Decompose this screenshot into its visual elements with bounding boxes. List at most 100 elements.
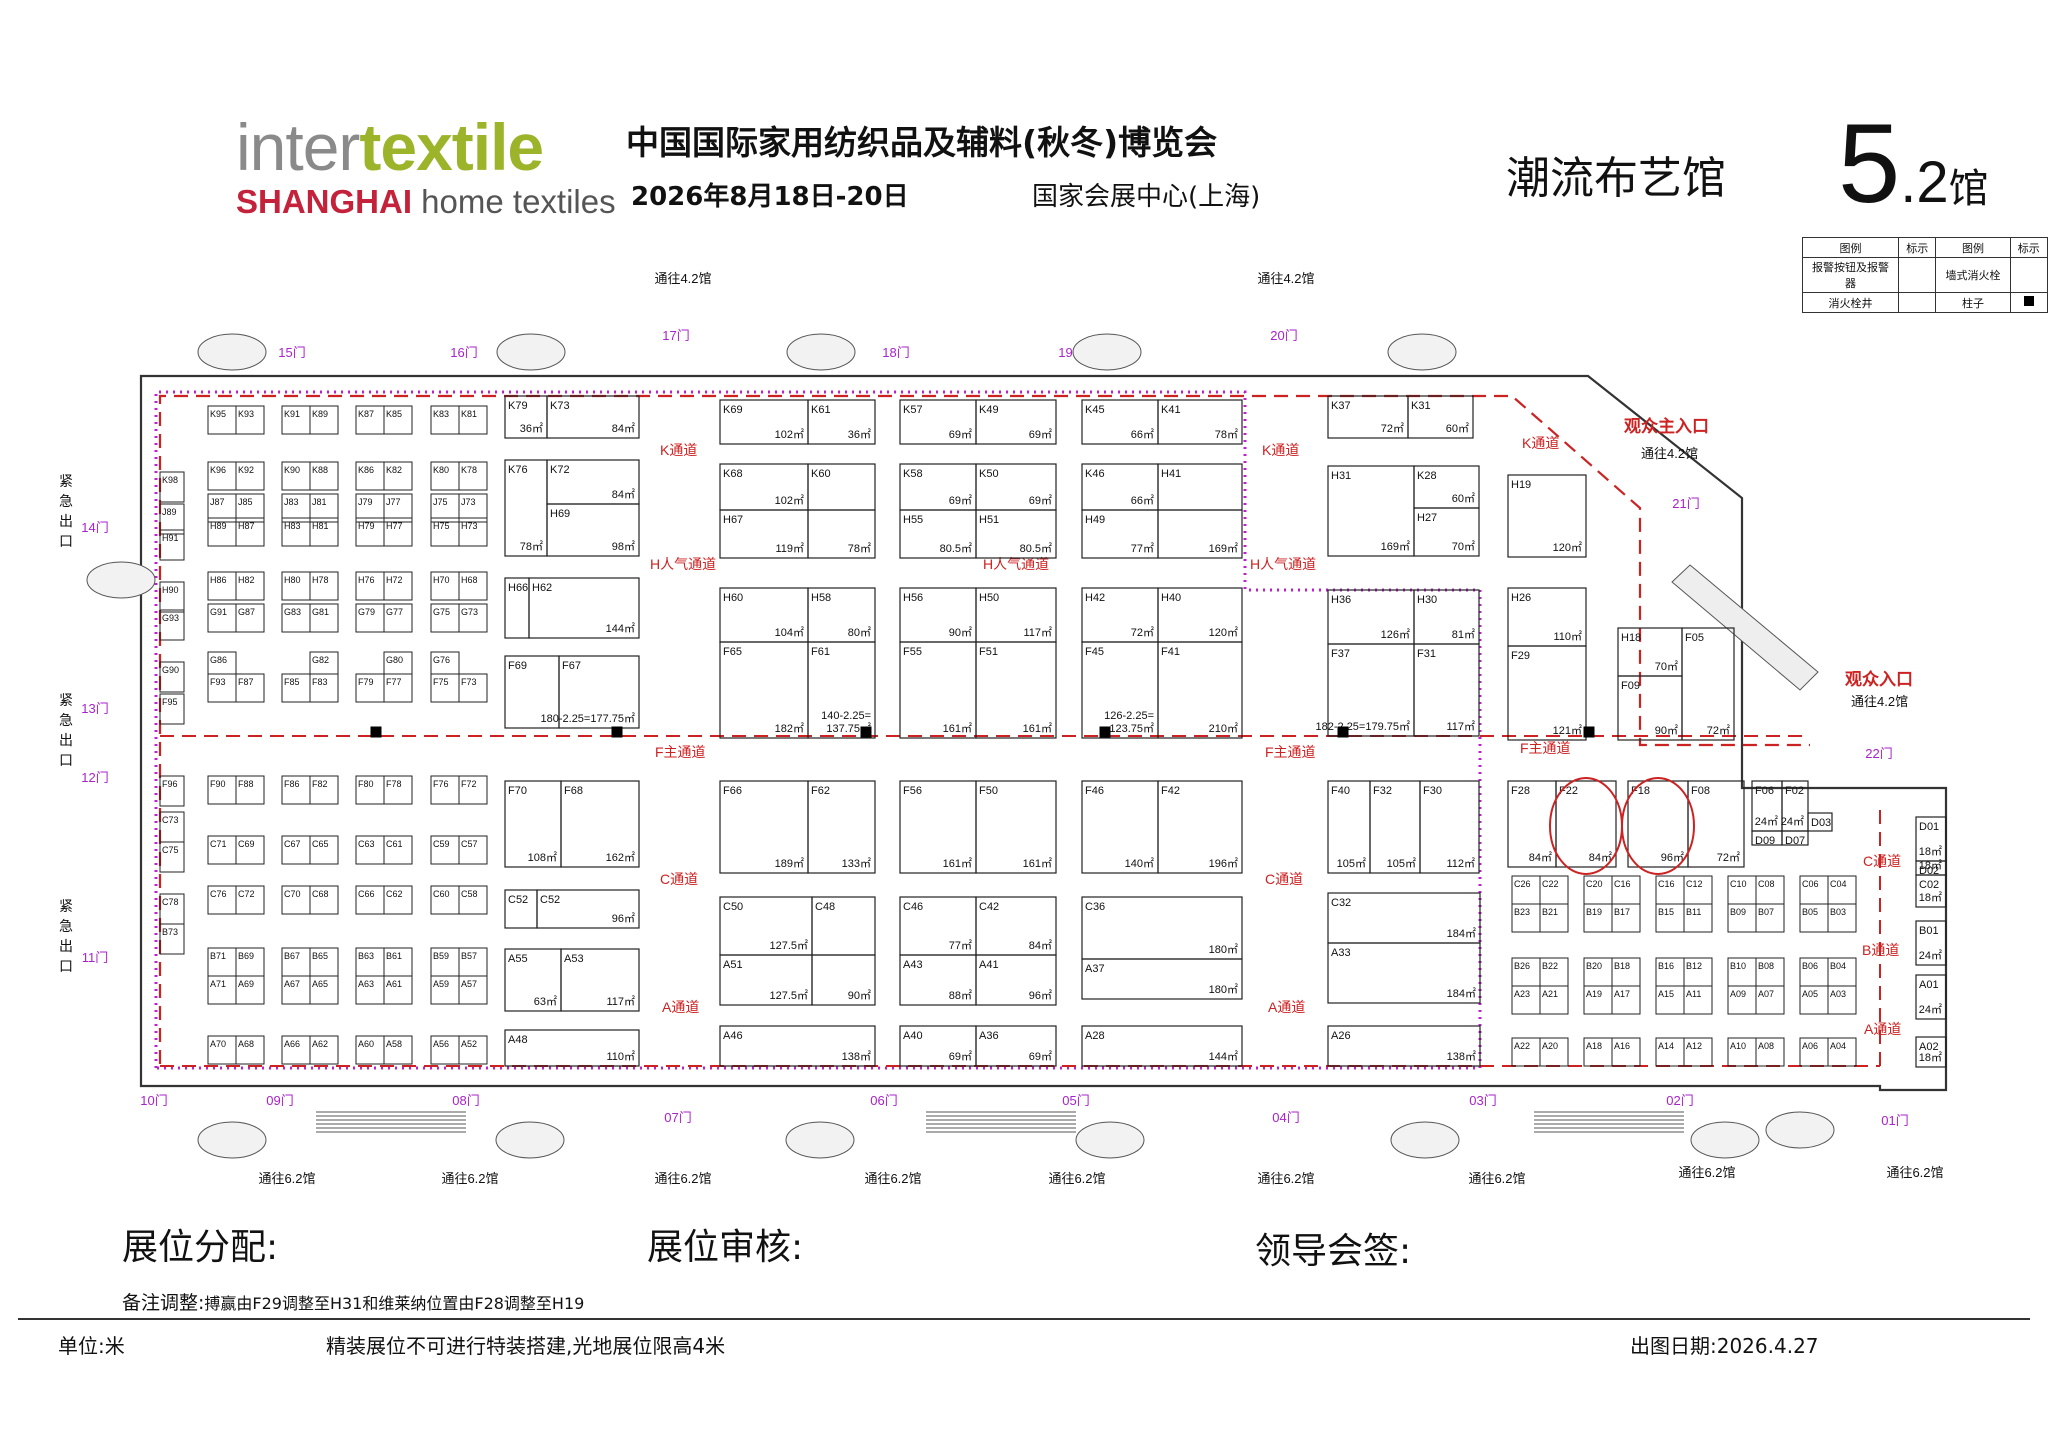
booth-id: F30 [1423,785,1442,797]
booth-id: B01 [1919,925,1939,937]
legend-table: 图例标示图例标示 报警按钮及报警器墙式消火栓 消火栓井柱子 [1801,237,2048,313]
stairwell-icon [496,333,566,371]
corridor-label-H人气通道: H人气通道 [983,556,1049,572]
stairwell-icon [495,1121,565,1159]
booth-id: F09 [1621,680,1640,692]
small-booth-id: B59 [433,951,449,961]
booth-area: 161㎡ [1023,722,1052,735]
small-booth-A57 [458,975,488,1005]
booth-id: H62 [532,582,552,594]
booth-area: 69㎡ [949,428,972,441]
booth-area: 96㎡ [612,912,635,925]
small-booth-id: A16 [1614,1041,1630,1051]
zone-boundary [154,390,1482,1070]
small-booth-id: F82 [312,779,328,789]
to-hall-6-2-label: 通往6.2馆 [654,1171,711,1186]
small-booth-G81 [309,603,339,633]
hall-number: 5.2馆 [1838,101,1989,226]
door-label-07门: 07门 [664,1110,691,1125]
small-booth-id: K93 [238,409,254,419]
small-booth-id: B22 [1542,961,1558,971]
corridor-label-A通道: A通道 [1864,1021,1901,1037]
stairwell-icon [1387,333,1457,371]
emergency-exit-label: 出 [59,938,73,954]
booth-area: 120㎡ [1553,541,1582,554]
visitor-entrance-label: 观众入口 [1844,669,1913,689]
booth-F29 [1507,645,1587,741]
emergency-exit-label: 紧 [59,473,73,489]
emergency-exit-label: 紧 [59,692,73,708]
booth-area: 126㎡ [1381,628,1410,641]
small-booth-id: F93 [210,677,226,687]
booth-area: 24㎡ [1919,1003,1942,1016]
booth-id: D03 [1811,817,1831,829]
small-booth-id: C67 [284,839,301,849]
small-booth-id: C78 [162,897,179,907]
booth-area: 140㎡ [1125,857,1154,870]
booth-area: 108㎡ [528,851,557,864]
booth-area: 69㎡ [949,1050,972,1063]
small-booth-G77 [383,603,413,633]
to-hall-6-2-label: 通往6.2馆 [258,1171,315,1186]
emergency-exit-label: 出 [59,513,73,529]
small-booth-F78 [383,775,413,805]
small-booth-id: J85 [238,497,253,507]
booth-A48 [504,1029,640,1067]
small-booth-id: C16 [1614,879,1631,889]
unit-note: 单位:米 [58,1334,125,1358]
booth-A36 [975,1025,1057,1067]
door-label-13门: 13门 [81,701,108,716]
small-booth-B21 [1539,903,1569,933]
booth-id: A53 [564,953,584,965]
booth-id: K68 [723,468,743,480]
booth-id: F41 [1161,646,1180,658]
to-hall-4-2-label: 通往4.2馆 [1851,694,1908,709]
booth-id: F51 [979,646,998,658]
to-hall-6-2-label: 通往6.2馆 [1257,1171,1314,1186]
small-booth-id: C22 [1542,879,1559,889]
small-booth-id: B21 [1542,907,1558,917]
small-booth-K78 [458,461,488,491]
remarks: 备注调整:搏赢由F29调整至H31和维莱纳位置由F28调整至H19 [122,1292,585,1314]
booth-id: C02 [1919,879,1939,891]
booth-id: K50 [979,468,999,480]
booth-F41 [1157,641,1243,739]
booth-area: 78㎡ [848,542,871,555]
small-booth-id: B63 [358,951,374,961]
small-booth-id: C06 [1802,879,1819,889]
small-booth-id: C61 [386,839,403,849]
small-booth-A58 [383,1035,413,1065]
highlight-circle [1621,777,1695,875]
small-booth-id: A52 [461,1039,477,1049]
door-label-18门: 18门 [882,345,909,360]
to-hall-6-2-label: 通往6.2馆 [1886,1165,1943,1180]
small-booth-H73 [458,517,488,547]
booth-area: 24㎡ [1755,815,1778,828]
small-booth-id: C72 [238,889,255,899]
booth-F68 [560,780,640,868]
small-booth-J77 [383,493,413,523]
stairwell-icon [197,1121,267,1159]
booth-id: F56 [903,785,922,797]
small-booth-id: G86 [210,655,227,665]
to-hall-6-2-label: 通往6.2馆 [1678,1165,1735,1180]
leader-signoff-label: 领导会签: [1255,1231,1412,1272]
booth-F61 [807,641,876,739]
booth-id: A33 [1331,947,1351,959]
booth-A26 [1327,1025,1481,1067]
small-booth-A12 [1683,1037,1713,1067]
small-booth-id: J75 [433,497,448,507]
small-booth-id: K78 [461,465,477,475]
corridor-label-F主通道: F主通道 [1520,740,1571,756]
booth-id: K57 [903,404,923,416]
booth-F05 [1681,627,1735,741]
small-booth-H81 [309,517,339,547]
small-booth-id: B07 [1758,907,1774,917]
pillar-icon [2023,296,2034,306]
fair-venue: 国家会展中心(上海) [1032,182,1261,212]
booth-allocation-label: 展位分配: [122,1227,279,1268]
small-booth-id: B12 [1686,961,1702,971]
booth-id: A26 [1331,1030,1351,1042]
small-booth-J73 [458,493,488,523]
booth-id: A28 [1085,1030,1105,1042]
